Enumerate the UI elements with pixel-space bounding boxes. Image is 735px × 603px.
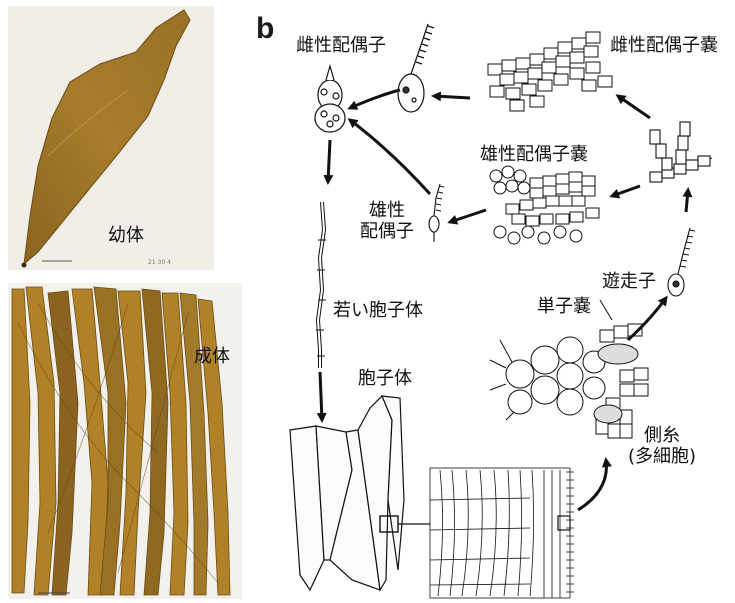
arrow-gametangium-to-female-gamete <box>434 96 470 98</box>
female-gamete-illustration <box>398 24 434 112</box>
sporophyte-blade-illustration <box>290 396 430 590</box>
unilocular-sporangium-label: 単子嚢 <box>537 297 591 318</box>
arrow-sporangium-to-zoospore <box>628 298 666 340</box>
egg-cell-illustration <box>315 66 345 132</box>
sporophyte-label: 胞子体 <box>358 369 412 390</box>
male-gamete-label: 雄性 配偶子 <box>360 201 414 242</box>
germling-filament-illustration <box>650 122 712 182</box>
male-gametangium-label: 雄性配偶子嚢 <box>480 145 588 166</box>
zoospore-label: 遊走子 <box>602 272 656 293</box>
paraphysis-label-line1: 側糸 <box>628 426 696 447</box>
arrow-zoospore-to-germling <box>686 190 688 212</box>
male-gamete-label-line1: 雄性 <box>360 201 414 222</box>
arrow-germling-to-female-gametangium <box>618 96 650 118</box>
arrow-male-gametangium-to-male-gamete <box>450 210 486 222</box>
arrow-germling-to-male-gametangium <box>612 186 640 196</box>
arrow-female-gamete-to-egg <box>350 90 400 108</box>
paraphysis-label-line2: (多細胞) <box>628 447 696 468</box>
unilocular-sporangium-illustration <box>490 300 648 438</box>
male-gamete-label-line2: 配偶子 <box>360 222 414 243</box>
female-gamete-label: 雌性配偶子 <box>296 36 386 57</box>
female-gametangium-label: 雌性配偶子嚢 <box>610 36 718 57</box>
male-gamete-illustration <box>429 184 444 242</box>
blade-cross-section-illustration <box>430 468 574 598</box>
young-sporophyte-illustration <box>316 202 326 368</box>
arrow-male-gamete-to-egg <box>350 120 430 194</box>
arrow-egg-down <box>328 140 330 182</box>
male-gametangium-illustration <box>490 166 599 244</box>
zoospore-illustration <box>668 228 695 296</box>
young-sporophyte-label: 若い胞子体 <box>333 301 423 322</box>
female-gametangium-illustration <box>488 32 612 111</box>
paraphysis-label: 側糸 (多細胞) <box>628 426 696 467</box>
arrow-young-to-sporophyte <box>320 372 322 420</box>
arrow-section-to-sporangium <box>578 460 606 510</box>
